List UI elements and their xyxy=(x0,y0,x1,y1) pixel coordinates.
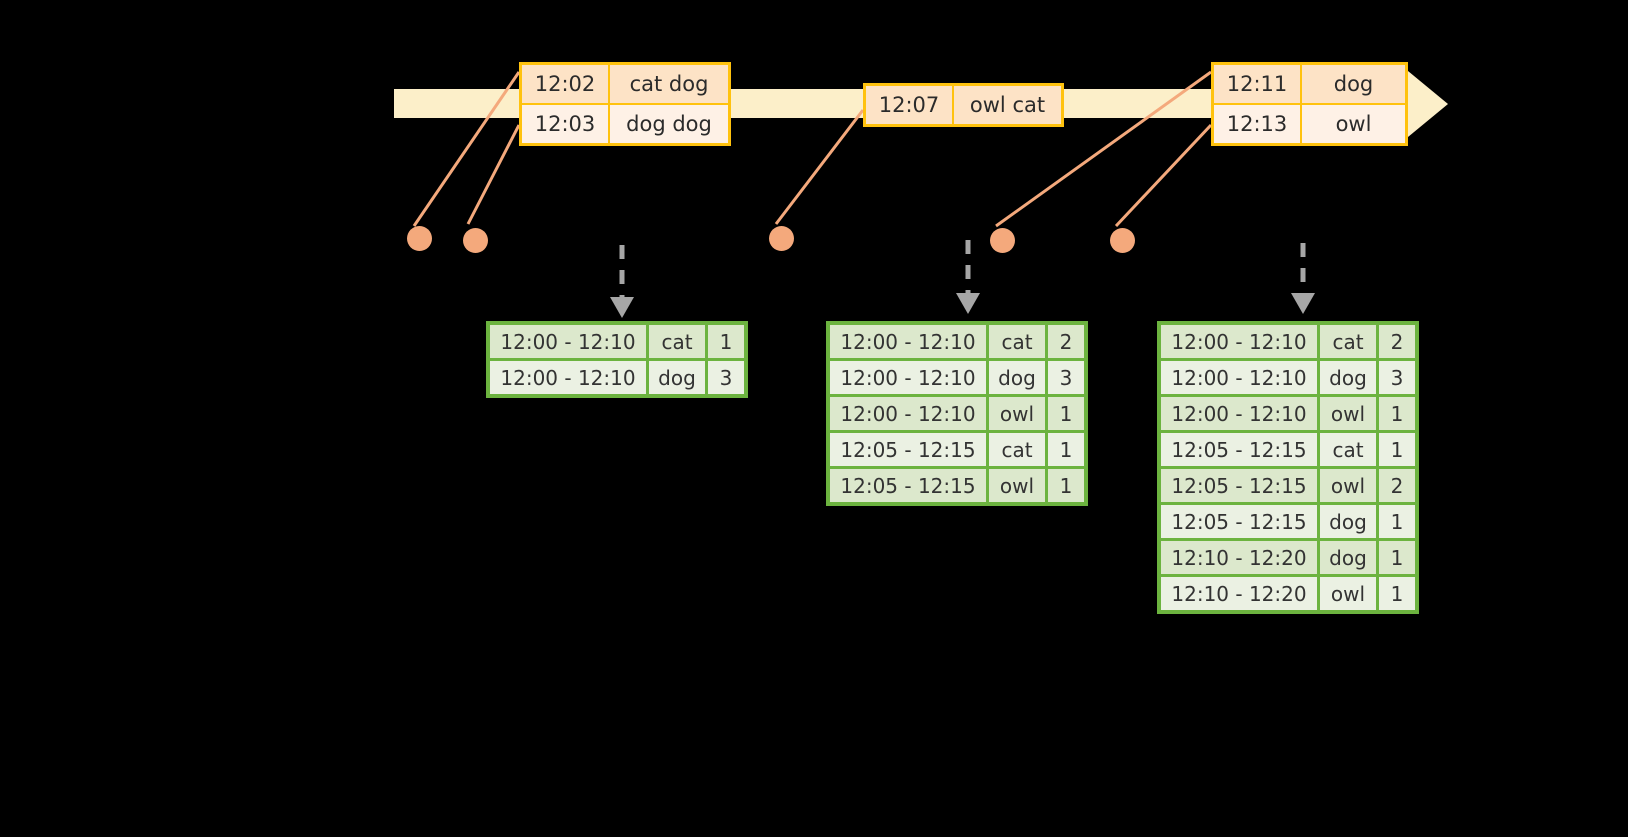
event-time: 12:13 xyxy=(1214,105,1302,143)
event-time: 12:02 xyxy=(522,65,610,103)
event-payload: cat dog xyxy=(610,65,728,103)
event-group-b[interactable]: 12:07 owl cat xyxy=(863,83,1064,127)
result-count-cell: 3 xyxy=(1379,361,1415,394)
event-dot-4 xyxy=(990,228,1015,253)
event-time: 12:11 xyxy=(1214,65,1302,103)
result-count-cell: 3 xyxy=(1048,361,1084,394)
event-payload: owl cat xyxy=(954,86,1061,124)
result-count-cell: 1 xyxy=(1379,397,1415,430)
result-window-cell: 12:05 - 12:15 xyxy=(830,469,986,502)
result-key-cell: cat xyxy=(1320,433,1376,466)
dashed-arrowhead-icon-1 xyxy=(610,297,634,318)
result-key-cell: cat xyxy=(649,325,705,358)
result-count-cell: 2 xyxy=(1379,469,1415,502)
result-count-cell: 1 xyxy=(1379,577,1415,610)
result-key-cell: owl xyxy=(1320,577,1376,610)
event-dot-5 xyxy=(1110,228,1135,253)
result-window-cell: 12:10 - 12:20 xyxy=(1161,541,1317,574)
result-window-cell: 12:10 - 12:20 xyxy=(1161,577,1317,610)
event-payload: dog xyxy=(1302,65,1405,103)
dashed-arrowhead-icon-2 xyxy=(956,293,980,314)
dashed-arrowhead-icon-3 xyxy=(1291,293,1315,314)
result-window-cell: 12:00 - 12:10 xyxy=(830,361,986,394)
result-key-cell: cat xyxy=(989,433,1045,466)
result-count-cell: 1 xyxy=(708,325,744,358)
event-group-c[interactable]: 12:11 dog 12:13 owl xyxy=(1211,62,1408,146)
result-window-cell: 12:00 - 12:10 xyxy=(1161,361,1317,394)
event-dot-2 xyxy=(463,228,488,253)
result-window-cell: 12:00 - 12:10 xyxy=(1161,397,1317,430)
event-row[interactable]: 12:13 owl xyxy=(1214,103,1405,143)
event-row[interactable]: 12:02 cat dog xyxy=(522,65,728,103)
connector-line-5 xyxy=(1114,123,1213,228)
result-key-cell: cat xyxy=(1320,325,1376,358)
result-count-cell: 1 xyxy=(1379,541,1415,574)
connector-line-3 xyxy=(774,109,865,225)
result-window-cell: 12:00 - 12:10 xyxy=(1161,325,1317,358)
result-window-cell: 12:00 - 12:10 xyxy=(490,361,646,394)
result-key-cell: dog xyxy=(989,361,1045,394)
connector-line-2 xyxy=(466,124,521,225)
result-window-cell: 12:00 - 12:10 xyxy=(830,325,986,358)
event-group-a[interactable]: 12:02 cat dog 12:03 dog dog xyxy=(519,62,731,146)
result-key-cell: dog xyxy=(1320,361,1376,394)
timeline-arrowhead-icon xyxy=(1408,71,1448,137)
result-count-cell: 1 xyxy=(1379,433,1415,466)
result-count-cell: 1 xyxy=(1048,397,1084,430)
event-row[interactable]: 12:03 dog dog xyxy=(522,103,728,143)
result-window-cell: 12:05 - 12:15 xyxy=(1161,505,1317,538)
result-count-cell: 2 xyxy=(1048,325,1084,358)
result-window-cell: 12:00 - 12:10 xyxy=(830,397,986,430)
result-count-cell: 1 xyxy=(1048,433,1084,466)
result-key-cell: owl xyxy=(989,397,1045,430)
event-payload: owl xyxy=(1302,105,1405,143)
result-key-cell: dog xyxy=(649,361,705,394)
event-row[interactable]: 12:11 dog xyxy=(1214,65,1405,103)
result-key-cell: cat xyxy=(989,325,1045,358)
event-time: 12:07 xyxy=(866,86,954,124)
event-row[interactable]: 12:07 owl cat xyxy=(866,86,1061,124)
result-count-cell: 3 xyxy=(708,361,744,394)
event-dot-3 xyxy=(769,226,794,251)
event-dot-1 xyxy=(407,226,432,251)
event-payload: dog dog xyxy=(610,105,728,143)
result-window-cell: 12:05 - 12:15 xyxy=(830,433,986,466)
result-key-cell: dog xyxy=(1320,541,1376,574)
result-key-cell: dog xyxy=(1320,505,1376,538)
result-window-cell: 12:00 - 12:10 xyxy=(490,325,646,358)
result-count-cell: 1 xyxy=(1379,505,1415,538)
result-count-cell: 2 xyxy=(1379,325,1415,358)
result-key-cell: owl xyxy=(1320,397,1376,430)
event-time: 12:03 xyxy=(522,105,610,143)
result-window-cell: 12:05 - 12:15 xyxy=(1161,433,1317,466)
result-count-cell: 1 xyxy=(1048,469,1084,502)
result-key-cell: owl xyxy=(989,469,1045,502)
result-window-cell: 12:05 - 12:15 xyxy=(1161,469,1317,502)
result-key-cell: owl xyxy=(1320,469,1376,502)
